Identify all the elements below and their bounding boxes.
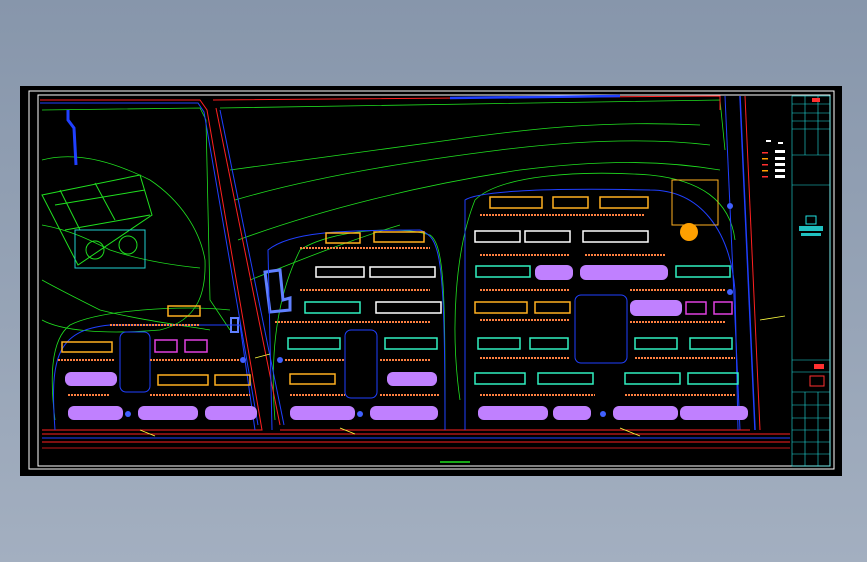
title-block-logo: [799, 215, 823, 236]
fence-rows: [58, 214, 735, 396]
white-buildings: [315, 230, 649, 314]
title-block-stamp: [809, 364, 825, 387]
title-block: [791, 95, 831, 467]
industrial-facility: [41, 174, 153, 269]
drawing-frame-outer: [28, 90, 835, 470]
title-block-red-mark: [812, 98, 820, 102]
yellow-buildings: [61, 179, 719, 386]
amenity-circle: [680, 223, 698, 241]
magenta-buildings: [154, 301, 733, 353]
legend: [762, 140, 785, 178]
l-shaped-building: [263, 268, 292, 314]
roads: [40, 94, 790, 449]
annotation-leaders: [139, 315, 786, 437]
purple-buildings: [65, 265, 748, 420]
block-boundaries: [53, 188, 739, 431]
cyan-buildings: [287, 265, 739, 385]
entrance-markers: [125, 203, 733, 417]
